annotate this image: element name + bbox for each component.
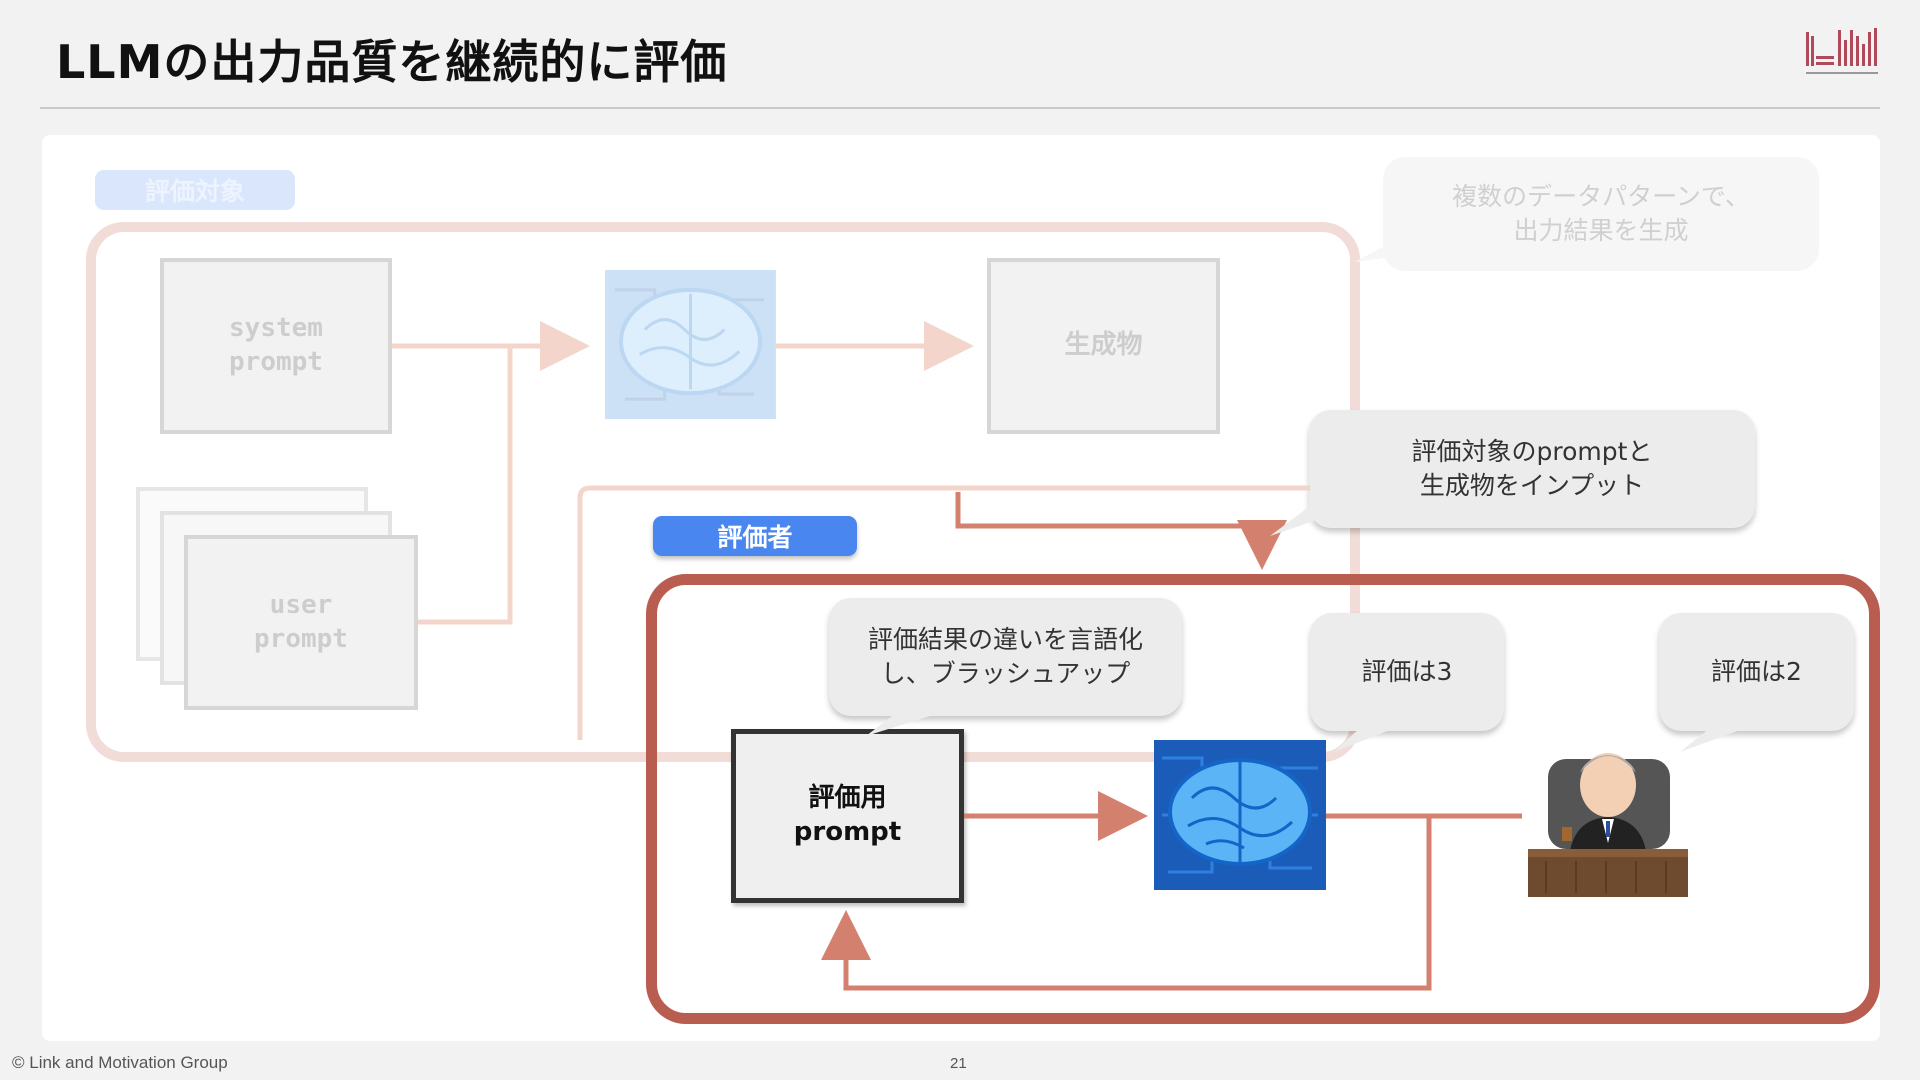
- title-divider: [40, 107, 1880, 109]
- eval-prompt-box: 評価用 prompt: [731, 729, 964, 903]
- human-score-bubble: 評価は2: [1659, 613, 1854, 731]
- target-tag: 評価対象: [95, 170, 295, 210]
- brain-chip-icon: [605, 270, 776, 419]
- user-prompt-box: user prompt: [184, 535, 418, 710]
- judge-icon: [1528, 753, 1688, 897]
- evaluator-tag: 評価者: [653, 516, 857, 556]
- page-title: LLMの出力品質を継続的に評価: [56, 35, 728, 89]
- system-prompt-box: system prompt: [160, 258, 392, 434]
- page-number: 21: [950, 1055, 967, 1072]
- output-box: 生成物: [987, 258, 1220, 434]
- target-note-bubble: 複数のデータパターンで、 出力結果を生成: [1383, 157, 1819, 271]
- input-note-bubble: 評価対象のpromptと 生成物をインプット: [1309, 410, 1755, 528]
- lmg-logo-icon: [1806, 28, 1878, 74]
- brain-chip-icon: [1154, 740, 1326, 890]
- footer-copyright: © Link and Motivation Group: [12, 1053, 228, 1072]
- brushup-note-bubble: 評価結果の違いを言語化 し、ブラッシュアップ: [829, 598, 1182, 716]
- llm-score-bubble: 評価は3: [1310, 613, 1504, 731]
